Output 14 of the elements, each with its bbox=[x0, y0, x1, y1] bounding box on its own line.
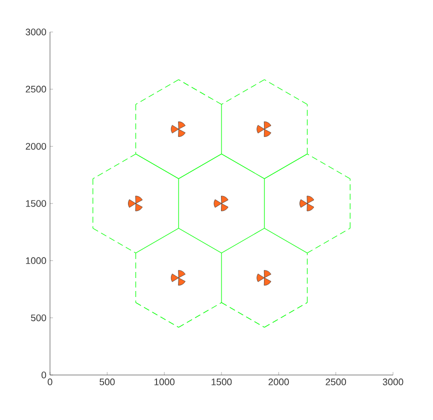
y-tick-label: 0 bbox=[42, 372, 46, 378]
y-tick-label: 1500 bbox=[26, 200, 46, 207]
x-tick-label: 1000 bbox=[154, 378, 175, 386]
y-tick-label: 2500 bbox=[26, 86, 46, 93]
y-tick-label: 2000 bbox=[26, 142, 46, 150]
x-tick-label: 500 bbox=[100, 378, 115, 386]
y-tick-label: 500 bbox=[30, 314, 46, 322]
x-tick-label: 2000 bbox=[268, 378, 289, 386]
x-tick-label: 2500 bbox=[326, 378, 346, 386]
x-tick-label: 0 bbox=[48, 378, 52, 386]
x-tick-label: 1500 bbox=[212, 378, 232, 386]
y-tick-label: 3000 bbox=[26, 28, 46, 36]
x-tick-label: 3000 bbox=[382, 378, 404, 386]
y-tick-label: 1000 bbox=[26, 257, 46, 264]
